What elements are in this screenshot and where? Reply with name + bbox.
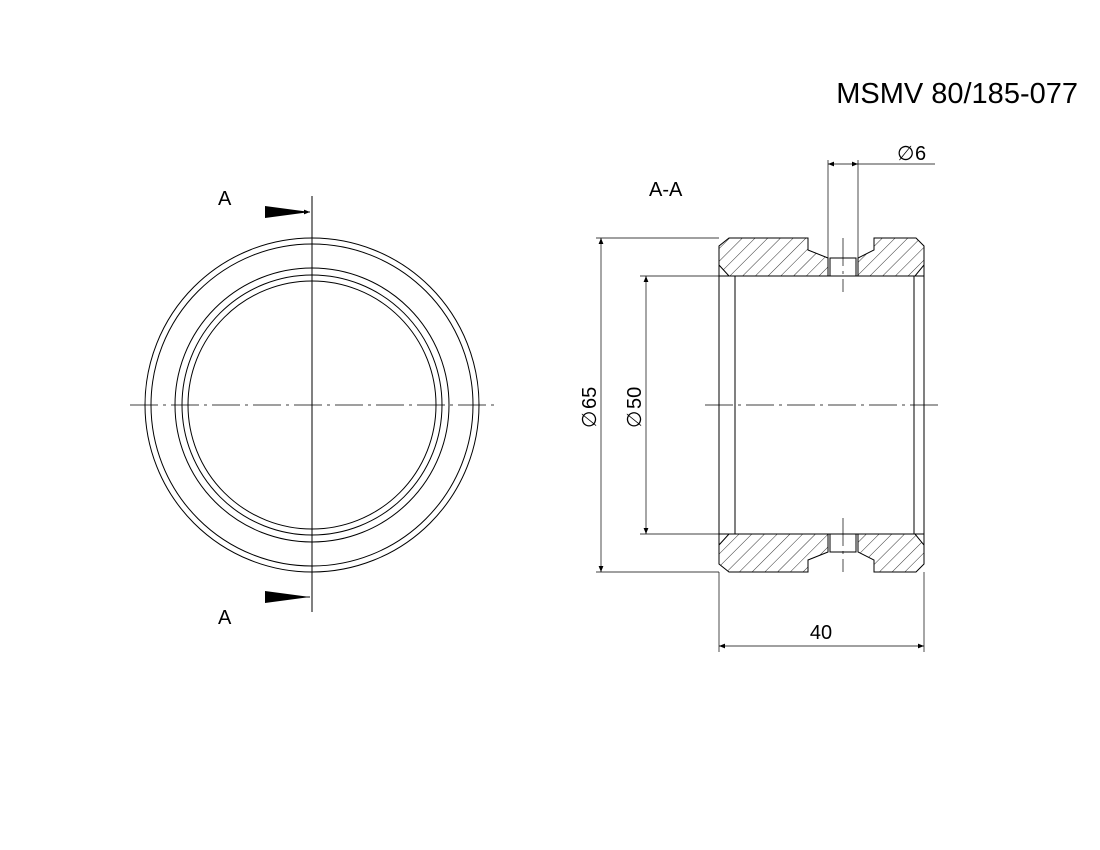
top-wall-section xyxy=(718,237,925,277)
section-title: A-A xyxy=(649,179,683,201)
inner-diameter-symbol: ∅ xyxy=(624,411,646,428)
outer-diameter-symbol: ∅ xyxy=(579,411,601,428)
section-arrowhead-bottom xyxy=(265,591,310,603)
section-marker-top: A xyxy=(218,188,232,210)
bottom-wall-section xyxy=(718,533,925,573)
hole-diameter-symbol: ∅ xyxy=(897,143,914,165)
front-view: A A xyxy=(130,188,494,629)
section-arrowhead-top xyxy=(265,206,310,218)
section-view: A-A ∅ 6 ∅ 65 xyxy=(579,143,940,652)
inner-diameter-value: 50 xyxy=(624,387,646,409)
section-marker-bottom: A xyxy=(218,607,232,629)
part-number: MSMV 80/185-077 xyxy=(836,78,1078,110)
length-value: 40 xyxy=(810,622,832,644)
hole-diameter-value: 6 xyxy=(915,143,926,165)
outer-diameter-value: 65 xyxy=(579,387,601,409)
